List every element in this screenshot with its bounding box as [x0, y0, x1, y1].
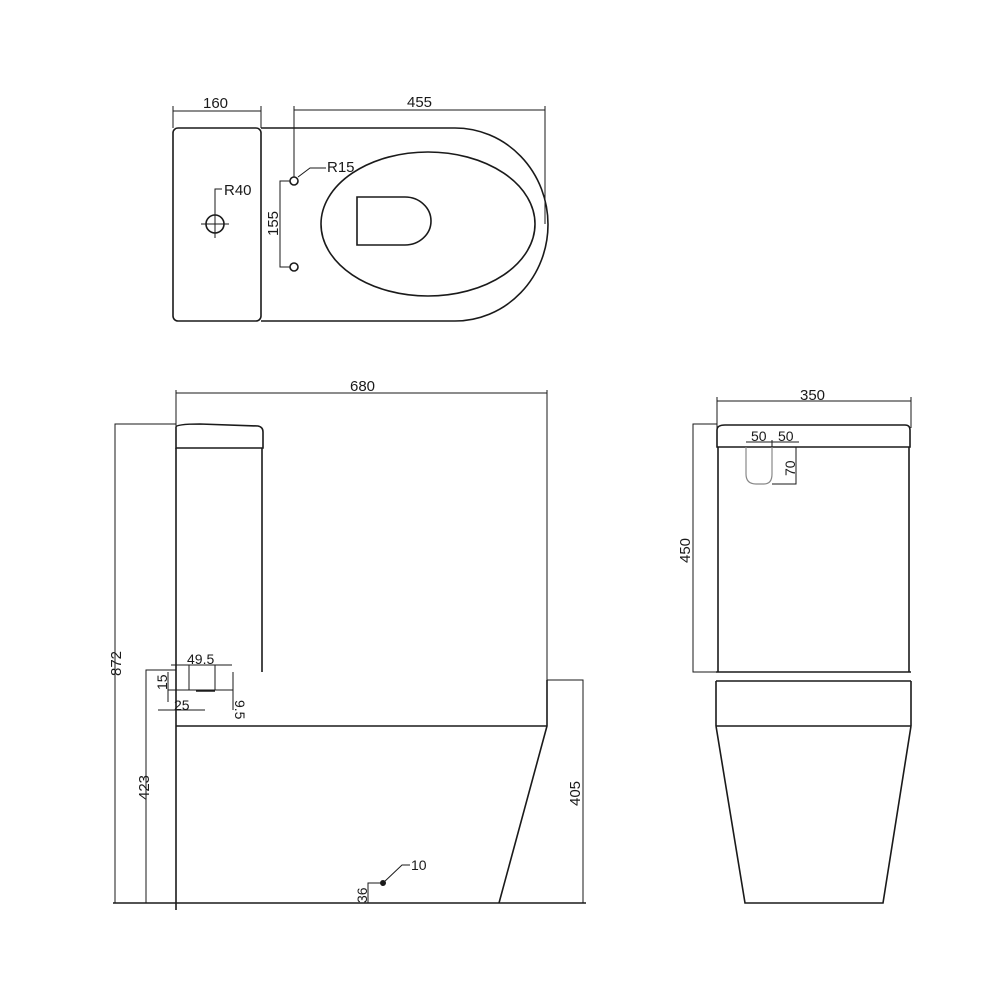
dim-button-spacing-left: 50 [751, 428, 767, 444]
dim-seat-height: 423 [136, 775, 153, 800]
dim-button-spacing-right: 50 [778, 428, 794, 444]
dim-inlet-width: 49.5 [187, 651, 214, 667]
dim-button-depth: 70 [782, 460, 798, 476]
front-view: 350 450 50 50 70 [677, 387, 912, 904]
dim-inlet-depth: 9.5 [232, 700, 248, 720]
dim-overall-height: 872 [108, 651, 125, 676]
fixing-hole-bottom [289, 262, 299, 272]
dim-bowl-length: 455 [407, 94, 432, 111]
dim-pan-height: 405 [567, 781, 584, 806]
dim-inlet-offset-top: 15 [154, 674, 170, 690]
dim-flush-hole-radius: R40 [224, 182, 252, 199]
front-cistern-lid [716, 424, 911, 448]
top-rim-ellipse [320, 151, 536, 297]
dim-overall-width: 350 [800, 387, 825, 404]
top-view: 160 455 R40 R15 155 [172, 94, 549, 322]
side-view: 680 872 423 405 49.5 15 25 9.5 10 36 [108, 378, 586, 910]
side-cistern-lid [175, 423, 264, 449]
dim-floor-fixing-diameter: 10 [411, 857, 427, 873]
flush-button [745, 447, 773, 485]
top-bowl-outline [261, 127, 549, 322]
dim-fixing-hole-spacing: 155 [265, 211, 282, 236]
dim-floor-fixing-height: 36 [354, 887, 370, 903]
fixing-hole-top [289, 176, 299, 186]
dim-cistern-width: 160 [203, 95, 228, 112]
top-seat-opening [356, 196, 432, 246]
top-cistern-outline [172, 127, 262, 322]
dim-inlet-offset-left: 25 [174, 697, 190, 713]
dim-fixing-hole-radius: R15 [327, 159, 355, 176]
dim-cistern-height: 450 [677, 538, 694, 563]
dim-overall-length: 680 [350, 378, 375, 395]
